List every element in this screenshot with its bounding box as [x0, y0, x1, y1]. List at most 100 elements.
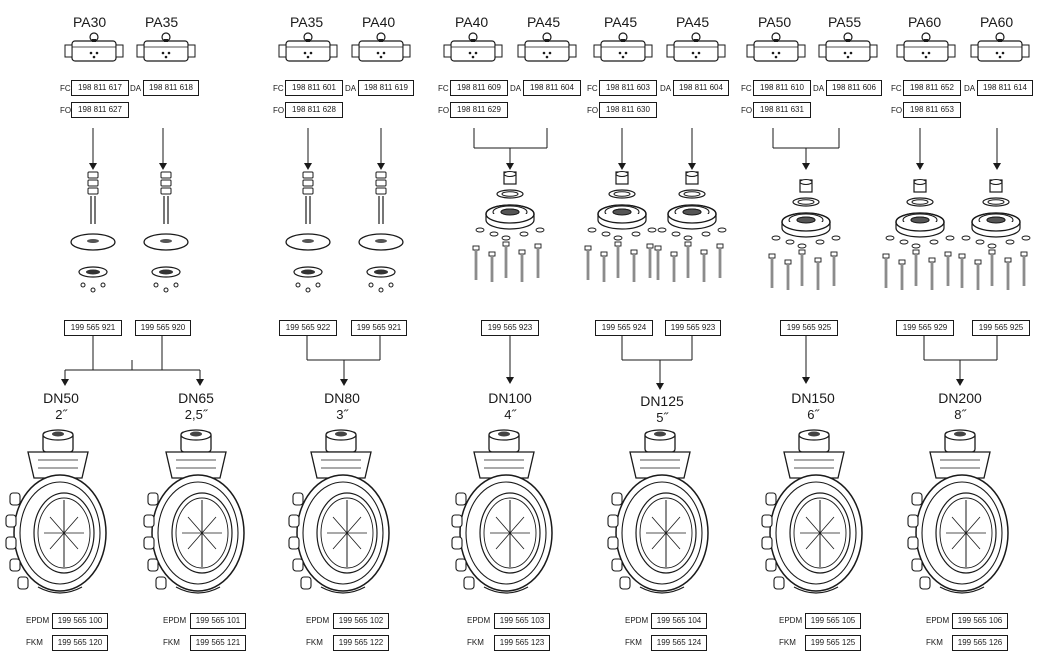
fkm-prefix: FKM [779, 638, 796, 647]
da-code-box: 198 811 604 [523, 80, 581, 96]
epdm-code-box: 199 565 102 [333, 613, 389, 629]
valve-inch-label: 2,5˝ [184, 407, 208, 422]
arrow-head [618, 163, 626, 170]
butterfly-valve-icon [143, 429, 245, 594]
arrow-head [688, 163, 696, 170]
actuator-icon [970, 32, 1030, 62]
valve-inch-label: 5˝ [656, 410, 668, 425]
fo-prefix: FO [273, 106, 285, 115]
epdm-prefix: EPDM [926, 616, 950, 625]
adapter-kit-code-box: 199 565 921 [64, 320, 122, 336]
fkm-code-box: 199 565 122 [333, 635, 389, 651]
valve-inch-label: 6˝ [807, 407, 819, 422]
actuator-icon [517, 32, 577, 62]
arrow-head [377, 163, 385, 170]
actuator-icon [351, 32, 411, 62]
actuator-label: PA60 [980, 14, 1014, 30]
fkm-prefix: FKM [26, 638, 43, 647]
actuator-label: PA35 [290, 14, 324, 30]
valve-inch-label: 4˝ [504, 407, 516, 422]
fkm-code-box: 199 565 126 [952, 635, 1008, 651]
epdm-prefix: EPDM [163, 616, 187, 625]
actuator-label: PA60 [908, 14, 942, 30]
da-prefix: DA [964, 84, 976, 93]
adapter-kit-parts [143, 171, 189, 293]
fo-prefix: FO [587, 106, 599, 115]
fkm-code-box: 199 565 125 [805, 635, 861, 651]
da-prefix: DA [660, 84, 672, 93]
adapter-kit-code-box: 199 565 923 [665, 320, 721, 336]
butterfly-valve-icon [607, 429, 709, 594]
fc-code-box: 198 811 603 [599, 80, 657, 96]
da-prefix: DA [510, 84, 522, 93]
fc-prefix: FC [587, 84, 598, 93]
actuator-label: PA30 [73, 14, 107, 30]
fc-prefix: FC [741, 84, 752, 93]
fkm-prefix: FKM [625, 638, 642, 647]
arrow-head [506, 377, 514, 384]
butterfly-valve-icon [761, 429, 863, 594]
adapter-kit-parts [882, 179, 955, 290]
arrow-head [506, 163, 514, 170]
epdm-prefix: EPDM [306, 616, 330, 625]
valve-inch-label: 2˝ [55, 407, 67, 422]
arrow-head [916, 163, 924, 170]
adapter-kit-parts [70, 171, 116, 293]
da-code-box: 198 811 619 [358, 80, 414, 96]
actuator-label: PA50 [758, 14, 792, 30]
epdm-code-box: 199 565 101 [190, 613, 246, 629]
adapter-kit-parts [358, 171, 404, 293]
epdm-prefix: EPDM [26, 616, 50, 625]
actuator-label: PA35 [145, 14, 179, 30]
fo-code-box: 198 811 627 [71, 102, 129, 118]
arrow-head [656, 383, 664, 390]
arrow-head [802, 377, 810, 384]
fc-code-box: 198 811 617 [71, 80, 129, 96]
arrow-head [993, 163, 1001, 170]
arrow-head [89, 163, 97, 170]
adapter-kit-parts [472, 171, 545, 282]
actuator-label: PA45 [527, 14, 561, 30]
epdm-code-box: 199 565 100 [52, 613, 108, 629]
valve-size-label: DN100 [488, 390, 532, 406]
adapter-kit-parts [768, 179, 841, 290]
actuator-icon [746, 32, 806, 62]
da-code-box: 198 811 604 [673, 80, 729, 96]
fkm-prefix: FKM [306, 638, 323, 647]
fo-code-box: 198 811 628 [285, 102, 343, 118]
epdm-code-box: 199 565 104 [651, 613, 707, 629]
fc-prefix: FC [60, 84, 71, 93]
actuator-icon [64, 32, 124, 62]
actuator-label: PA40 [362, 14, 396, 30]
fkm-code-box: 199 565 123 [494, 635, 550, 651]
fkm-prefix: FKM [467, 638, 484, 647]
arrow-head [61, 379, 69, 386]
fkm-code-box: 199 565 121 [190, 635, 246, 651]
da-prefix: DA [130, 84, 142, 93]
butterfly-valve-icon [288, 429, 390, 594]
da-prefix: DA [345, 84, 357, 93]
valve-size-label: DN65 [178, 390, 214, 406]
arrow-head [159, 163, 167, 170]
epdm-code-box: 199 565 105 [805, 613, 861, 629]
fo-prefix: FO [891, 106, 903, 115]
arrow-head [956, 379, 964, 386]
fc-prefix: FC [891, 84, 902, 93]
fo-code-box: 198 811 631 [753, 102, 811, 118]
actuator-icon [666, 32, 726, 62]
fkm-prefix: FKM [926, 638, 943, 647]
arrow-head [802, 163, 810, 170]
valve-size-label: DN200 [938, 390, 982, 406]
actuator-label: PA45 [604, 14, 638, 30]
fkm-prefix: FKM [163, 638, 180, 647]
adapter-kit-code-box: 199 565 925 [780, 320, 838, 336]
epdm-prefix: EPDM [779, 616, 803, 625]
arrow-head [340, 379, 348, 386]
butterfly-valve-icon [907, 429, 1009, 594]
da-code-box: 198 811 618 [143, 80, 199, 96]
valve-size-label: DN150 [791, 390, 835, 406]
valve-size-label: DN125 [640, 393, 684, 409]
fkm-code-box: 199 565 120 [52, 635, 108, 651]
